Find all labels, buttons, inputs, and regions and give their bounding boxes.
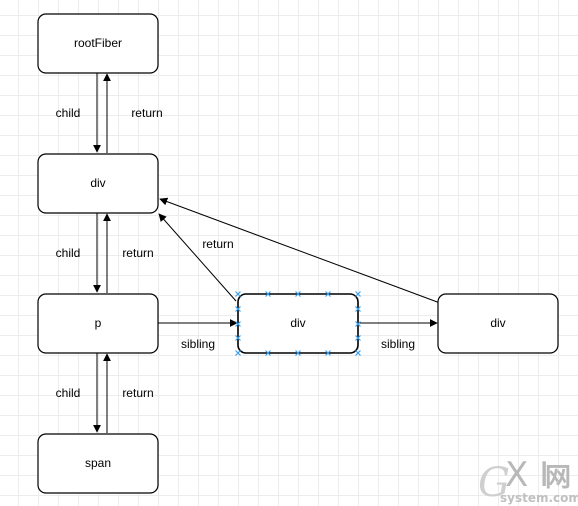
- selection-handle[interactable]: [355, 321, 361, 327]
- label-sibling-2: sibling: [381, 337, 415, 351]
- selection-handle[interactable]: [235, 306, 241, 312]
- selection-handle[interactable]: [325, 350, 331, 356]
- selection-handle[interactable]: [325, 291, 331, 297]
- selection-handle[interactable]: [355, 335, 361, 341]
- watermark-xi: X I: [505, 455, 549, 495]
- node-div-sibling[interactable]: div: [235, 291, 361, 356]
- selection-handle[interactable]: [265, 291, 271, 297]
- selection-handle[interactable]: [235, 335, 241, 341]
- selection-handle[interactable]: [355, 306, 361, 312]
- selection-handle[interactable]: [235, 350, 241, 356]
- label-child-2: child: [56, 246, 81, 260]
- selection-handle[interactable]: [235, 291, 241, 297]
- selection-handle[interactable]: [295, 291, 301, 297]
- node-div-sibling-label: div: [290, 316, 305, 330]
- node-rootfiber-label: rootFiber: [74, 36, 122, 50]
- watermark-net: 网: [545, 463, 571, 493]
- label-return-2: return: [122, 246, 153, 260]
- label-child-3: child: [56, 386, 81, 400]
- selection-handle[interactable]: [235, 321, 241, 327]
- node-div-last[interactable]: div: [437, 293, 559, 354]
- label-child-1: child: [56, 106, 81, 120]
- node-p[interactable]: p: [37, 293, 159, 354]
- edge-return-last-div-parent[interactable]: [159, 197, 441, 304]
- label-return-1: return: [131, 106, 162, 120]
- watermark-g: G: [478, 460, 510, 506]
- node-span-label: span: [85, 456, 111, 470]
- selection-handle[interactable]: [265, 350, 271, 356]
- label-return-3: return: [122, 386, 153, 400]
- node-div-root-label: div: [90, 176, 105, 190]
- selection-handles[interactable]: [235, 291, 361, 356]
- selection-handle[interactable]: [355, 291, 361, 297]
- label-return-sibling: return: [202, 237, 233, 251]
- label-sibling-1: sibling: [181, 337, 215, 351]
- node-p-label: p: [95, 316, 102, 330]
- selection-handle[interactable]: [355, 350, 361, 356]
- watermark-logo: G X I 网 system.com: [478, 455, 578, 506]
- node-div-last-label: div: [490, 316, 505, 330]
- watermark-site: system.com: [500, 491, 578, 505]
- node-rootfiber[interactable]: rootFiber: [37, 13, 159, 74]
- node-span[interactable]: span: [37, 433, 159, 494]
- edge-return-sibling-div-parent[interactable]: [158, 213, 237, 302]
- node-div-root[interactable]: div: [37, 153, 159, 214]
- selection-handle[interactable]: [295, 350, 301, 356]
